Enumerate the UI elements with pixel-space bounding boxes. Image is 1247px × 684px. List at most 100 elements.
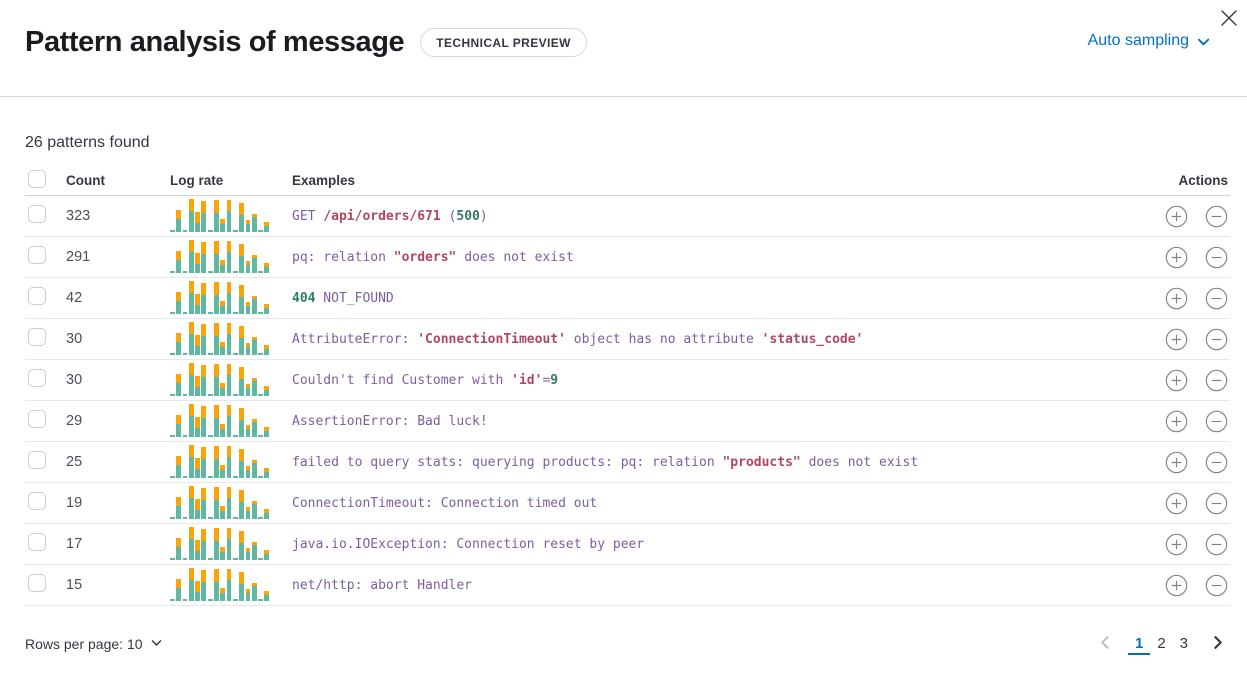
page-title: Pattern analysis of message [25,25,405,58]
row-checkbox[interactable] [28,532,46,551]
table-row: 291 pq: relation "orders" does not exist [25,237,1230,278]
row-checkbox[interactable] [28,573,46,592]
filter-in-button plus-circle-icon[interactable] [1165,533,1188,556]
count-cell: 30 [66,372,83,388]
page-button-2[interactable]: 2 [1150,633,1172,655]
count-cell: 15 [66,577,83,593]
example-cell: AssertionError: Bad luck! [292,413,488,429]
filter-out-button minus-circle-icon[interactable] [1205,451,1228,474]
chevron-down-icon [150,636,163,652]
patterns-found-count: 26 patterns found [25,134,150,151]
filter-out-button minus-circle-icon[interactable] [1205,246,1228,269]
filter-out-button minus-circle-icon[interactable] [1205,369,1228,392]
count-cell: 19 [66,495,83,511]
row-checkbox[interactable] [28,245,46,264]
example-cell: java.io.IOException: Connection reset by… [292,536,645,552]
column-header-actions: Actions [1178,172,1228,188]
row-checkbox[interactable] [28,491,46,510]
example-cell: ConnectionTimeout: Connection timed out [292,495,598,511]
filter-out-button minus-circle-icon[interactable] [1205,492,1228,515]
filter-out-button minus-circle-icon[interactable] [1205,574,1228,597]
row-actions [1134,492,1230,515]
row-actions [1134,287,1230,310]
example-cell: AttributeError: 'ConnectionTimeout' obje… [292,331,864,347]
filter-out-button minus-circle-icon[interactable] [1205,533,1228,556]
count-cell: 29 [66,413,83,429]
filter-in-button plus-circle-icon[interactable] [1165,574,1188,597]
example-cell: 404 NOT_FOUND [292,290,394,306]
log-rate-chart [170,322,270,357]
row-actions [1134,574,1230,597]
log-rate-chart [170,281,270,316]
log-rate-chart [170,363,270,398]
table-header-row: Count Log rate Examples Actions [25,165,1230,196]
table-row: 30 AttributeError: 'ConnectionTimeout' o… [25,319,1230,360]
previous-page-button chevron-left-icon[interactable] [1093,632,1118,656]
sampling-dropdown[interactable]: Auto sampling [1088,32,1211,50]
row-actions [1134,246,1230,269]
log-rate-chart [170,527,270,562]
page-button-3[interactable]: 3 [1173,633,1195,655]
example-cell: net/http: abort Handler [292,577,473,593]
patterns-table: Count Log rate Examples Actions 323 GET … [25,165,1230,606]
table-row: 15 net/http: abort Handler [25,565,1230,606]
log-rate-chart [170,486,270,521]
row-checkbox[interactable] [28,204,46,223]
log-rate-chart [170,404,270,439]
count-cell: 42 [66,290,83,306]
table-body: 323 GET /api/orders/671 (500) 291 pq: re… [25,196,1230,606]
table-row: 42 404 NOT_FOUND [25,278,1230,319]
count-cell: 25 [66,454,83,470]
filter-out-button minus-circle-icon[interactable] [1205,410,1228,433]
filter-in-button plus-circle-icon[interactable] [1165,492,1188,515]
log-rate-chart [170,199,270,234]
row-checkbox[interactable] [28,409,46,428]
rows-per-page-label: Rows per page: 10 [25,636,143,652]
example-cell: failed to query stats: querying products… [292,454,919,470]
column-header-log-rate: Log rate [170,172,224,188]
filter-in-button plus-circle-icon[interactable] [1165,328,1188,351]
technical-preview-badge: TECHNICAL PREVIEW [420,27,587,57]
table-row: 30 Couldn't find Customer with 'id'=9 [25,360,1230,401]
filter-out-button minus-circle-icon[interactable] [1205,205,1228,228]
chevron-down-icon [1196,34,1211,49]
row-actions [1134,328,1230,351]
log-rate-chart [170,240,270,275]
example-cell: Couldn't find Customer with 'id'=9 [292,372,559,388]
filter-out-button minus-circle-icon[interactable] [1205,328,1228,351]
filter-in-button plus-circle-icon[interactable] [1165,451,1188,474]
sampling-label: Auto sampling [1087,32,1189,49]
example-cell: pq: relation "orders" does not exist [292,249,574,265]
row-checkbox[interactable] [28,450,46,469]
filter-in-button plus-circle-icon[interactable] [1165,246,1188,269]
count-cell: 30 [66,331,83,347]
count-cell: 17 [66,536,83,552]
table-row: 25 failed to query stats: querying produ… [25,442,1230,483]
select-all-checkbox[interactable] [28,169,46,188]
column-header-examples: Examples [292,172,356,188]
table-row: 17 java.io.IOException: Connection reset… [25,524,1230,565]
row-actions [1134,451,1230,474]
pattern-analysis-flyout: Pattern analysis of message TECHNICAL PR… [0,4,1247,656]
page-button-1[interactable]: 1 [1127,633,1151,655]
filter-in-button plus-circle-icon[interactable] [1165,287,1188,310]
filter-in-button plus-circle-icon[interactable] [1165,410,1188,433]
row-actions [1134,533,1230,556]
log-rate-chart [170,568,270,603]
row-actions [1134,410,1230,433]
filter-out-button minus-circle-icon[interactable] [1205,287,1228,310]
close-icon[interactable] [1215,4,1243,32]
row-checkbox[interactable] [28,368,46,387]
rows-per-page-control[interactable]: Rows per page: 10 [25,636,163,652]
example-cell: GET /api/orders/671 (500) [292,208,488,224]
row-checkbox[interactable] [28,286,46,305]
table-row: 19 ConnectionTimeout: Connection timed o… [25,483,1230,524]
filter-in-button plus-circle-icon[interactable] [1165,369,1188,392]
next-page-button chevron-right-icon[interactable] [1205,632,1230,656]
row-checkbox[interactable] [28,327,46,346]
table-row: 323 GET /api/orders/671 (500) [25,196,1230,237]
filter-in-button plus-circle-icon[interactable] [1165,205,1188,228]
flyout-body: 26 patterns found Count Log rate Example… [0,134,1247,656]
